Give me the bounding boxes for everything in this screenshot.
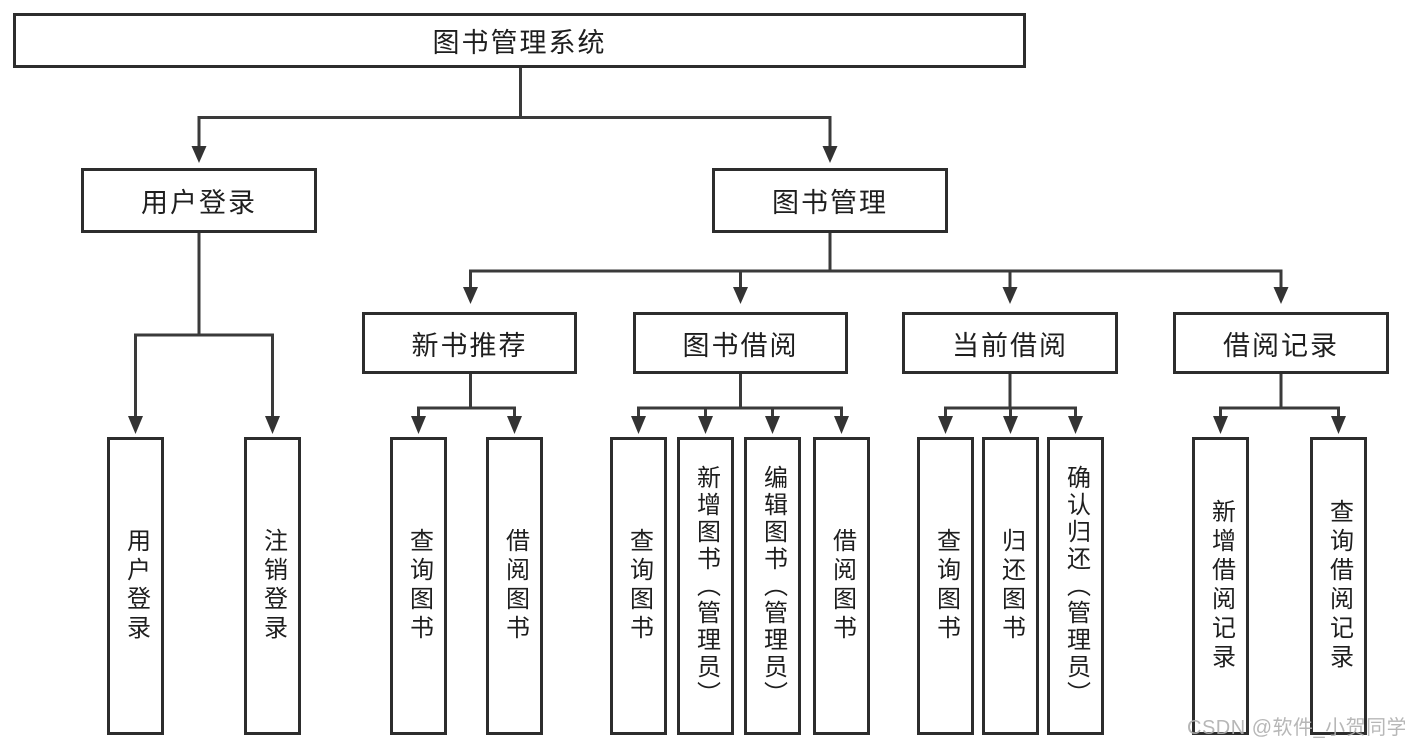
node-user-login: 用户登录 <box>81 168 317 233</box>
arrowhead <box>834 416 849 434</box>
arrowhead <box>463 287 478 304</box>
arrowhead <box>507 416 522 434</box>
arrowhead <box>1003 416 1018 434</box>
arrowhead <box>128 416 143 434</box>
node-new-book-recommend: 新书推荐 <box>362 312 577 374</box>
leaf-user-login: 用户登录 <box>107 437 164 735</box>
leaf-borrow-add-book-admin: 新增图书（管理员） <box>677 437 734 735</box>
leaf-recommend-borrow-book: 借阅图书 <box>486 437 543 735</box>
arrowhead <box>822 146 838 163</box>
leaf-record-query: 查询借阅记录 <box>1310 437 1367 735</box>
leaf-current-query-book: 查询图书 <box>917 437 974 735</box>
arrowhead <box>631 416 646 434</box>
arrowhead <box>1068 416 1083 434</box>
leaf-borrow-query-book: 查询图书 <box>610 437 667 735</box>
node-current-borrow: 当前借阅 <box>902 312 1118 374</box>
node-root: 图书管理系统 <box>13 13 1026 68</box>
leaf-borrow-edit-book-admin: 编辑图书（管理员） <box>744 437 801 735</box>
leaf-current-confirm-return-admin: 确认归还（管理员） <box>1047 437 1104 735</box>
arrowhead <box>265 416 280 434</box>
leaf-borrow-borrow-book: 借阅图书 <box>813 437 870 735</box>
watermark-text: CSDN @软件_小贺同学 <box>1187 717 1405 739</box>
arrowhead <box>733 287 748 304</box>
leaf-current-return-book: 归还图书 <box>982 437 1039 735</box>
node-book-management: 图书管理 <box>712 168 948 233</box>
arrowhead <box>191 146 207 163</box>
arrowhead <box>1273 287 1289 304</box>
arrowhead <box>411 416 426 434</box>
node-book-borrow: 图书借阅 <box>633 312 848 374</box>
arrowhead <box>698 416 713 434</box>
arrowhead <box>1331 416 1346 434</box>
arrowhead <box>765 416 780 434</box>
arrowhead <box>938 416 953 434</box>
arrowhead <box>1213 416 1228 434</box>
node-borrow-record: 借阅记录 <box>1173 312 1389 374</box>
arrowhead <box>1002 287 1018 304</box>
leaf-recommend-query-book: 查询图书 <box>390 437 447 735</box>
leaf-logout: 注销登录 <box>244 437 301 735</box>
leaf-record-add: 新增借阅记录 <box>1192 437 1249 735</box>
